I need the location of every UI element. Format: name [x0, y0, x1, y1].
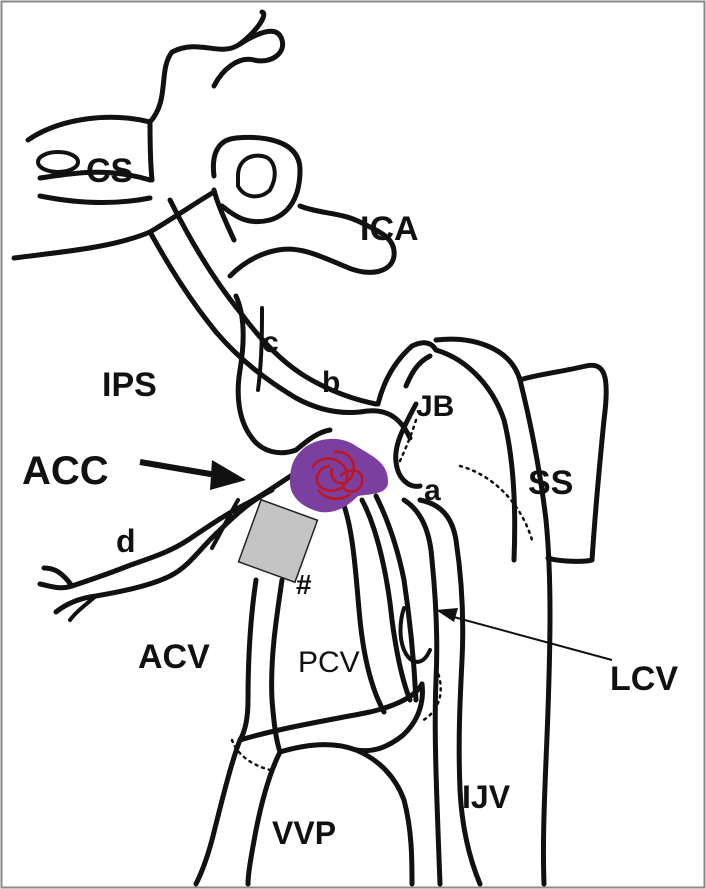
label-a: a — [424, 474, 441, 507]
label-pcv: PCV — [298, 646, 360, 679]
inferior-petrosal-sinus — [147, 197, 413, 456]
label-ijv: IJV — [462, 779, 511, 815]
label-lcv: LCV — [610, 660, 678, 698]
label-acv: ACV — [138, 638, 210, 676]
label-ss: SS — [528, 464, 573, 502]
ica-canal — [210, 134, 397, 279]
label-ica: ICA — [360, 210, 419, 248]
label-hash: # — [296, 569, 312, 600]
purple-lesion — [290, 438, 388, 513]
ijv-lcv — [373, 493, 483, 887]
vertebral-venous-plexus — [193, 666, 442, 887]
acc-arrow — [139, 459, 246, 490]
label-ips: IPS — [102, 366, 157, 404]
shaded-region — [237, 498, 319, 584]
label-vvp: VVP — [272, 815, 336, 851]
label-c: c — [262, 326, 279, 359]
label-cs: CS — [86, 152, 133, 190]
cavernous-sinus-vessels — [11, 9, 286, 261]
label-jb: JB — [416, 390, 454, 423]
label-d: d — [116, 523, 136, 559]
anterior-condylar-confluence — [37, 427, 333, 622]
lcv-arrow — [436, 608, 613, 661]
condylar-veins — [237, 497, 413, 755]
labels: CS ICA c IPS b JB ACC SS a d # ACV PCV L… — [22, 152, 678, 851]
label-b: b — [322, 366, 340, 399]
sigmoid-jugular — [375, 336, 609, 887]
label-acc: ACC — [22, 449, 109, 493]
